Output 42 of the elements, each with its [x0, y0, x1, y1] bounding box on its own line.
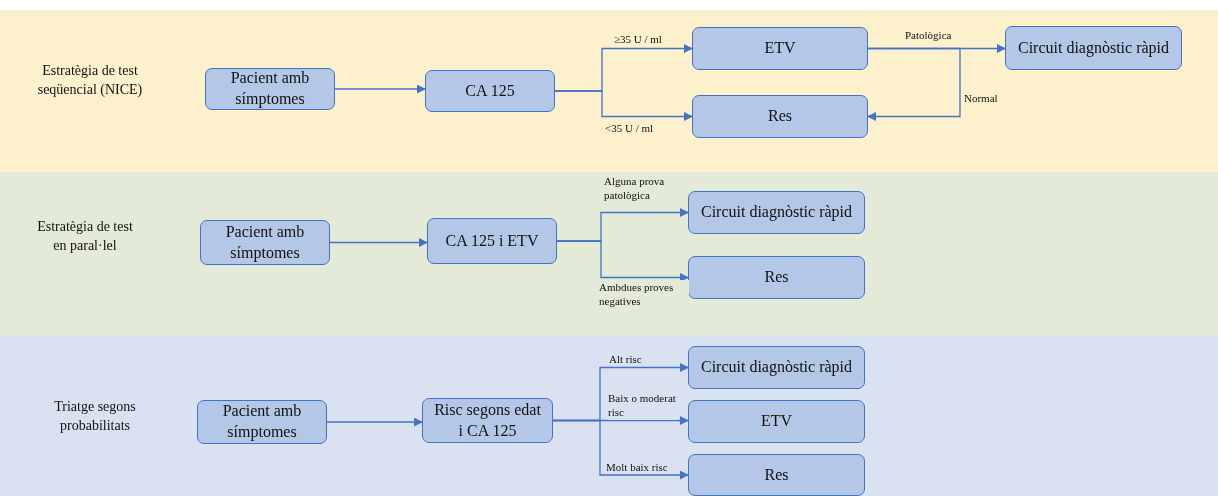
- box-label: Circuit diagnòstic ràpid: [699, 202, 854, 223]
- process-box: [688, 256, 865, 299]
- box-label: Risc segons edat i CA 125: [433, 399, 542, 441]
- edge-label: Ambdues proves negatives: [599, 280, 689, 309]
- box-label: Pacient amb símptomes: [224, 221, 306, 264]
- arrow: [329, 238, 428, 247]
- lane-band: [0, 336, 1218, 496]
- box-label: Res: [767, 106, 793, 127]
- process-box: [205, 68, 335, 110]
- arrow: [552, 419, 689, 480]
- process-box: [692, 27, 868, 70]
- box-label: CA 125 i ETV: [444, 230, 540, 251]
- lane-label: Estratègia de test en paral·lel: [36, 218, 134, 255]
- arrow: [326, 417, 423, 427]
- lane-band: [0, 172, 1218, 336]
- process-box: [200, 220, 330, 265]
- arrow: [334, 84, 426, 94]
- box-label: Circuit diagnòstic ràpid: [1016, 37, 1171, 59]
- process-box: [688, 454, 865, 496]
- process-box: [688, 346, 865, 389]
- arrow: [554, 90, 693, 121]
- box-label: ETV: [763, 38, 797, 59]
- process-box: [1005, 26, 1182, 70]
- process-box: [197, 400, 327, 444]
- box-label: CA 125: [464, 80, 516, 101]
- arrow: [867, 47, 961, 121]
- lane-band: [0, 10, 1218, 172]
- box-label: Res: [763, 267, 790, 288]
- process-box: [427, 218, 557, 264]
- box-label: Pacient amb símptomes: [221, 401, 303, 443]
- box-label: ETV: [759, 411, 794, 432]
- process-box: [425, 70, 555, 112]
- box-label: Res: [763, 464, 790, 485]
- lane-label: Triatge segons probabilitats: [53, 398, 137, 435]
- arrow: [556, 240, 689, 282]
- process-box: [422, 398, 553, 443]
- box-label: Circuit diagnòstic ràpid: [699, 357, 854, 378]
- process-box: [688, 191, 865, 234]
- process-box: [688, 400, 865, 443]
- box-label: Pacient amb símptomes: [229, 68, 311, 110]
- lane-label: Estratègia de test seqüencial (NICE): [36, 62, 144, 99]
- process-box: [692, 95, 868, 138]
